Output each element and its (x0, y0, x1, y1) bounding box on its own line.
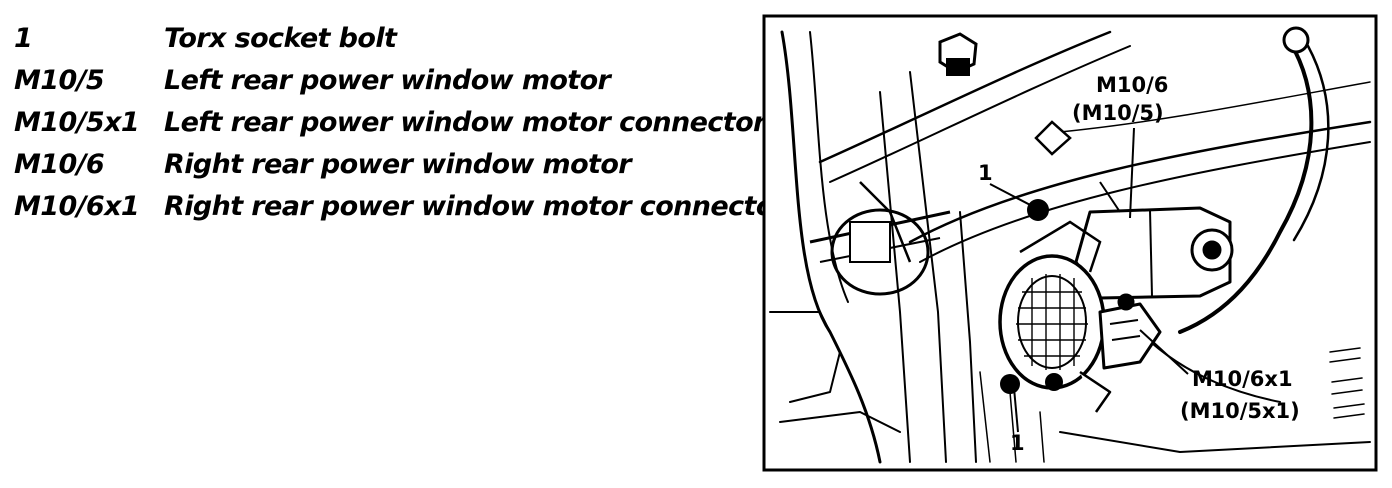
legend-code: M10/6 (14, 149, 105, 180)
legend-row-right-motor: M10/6 Right rear power window motor (14, 144, 754, 186)
torx-bolt-upper (1027, 199, 1049, 221)
mounting-tab (1034, 120, 1072, 156)
legend-row-bolt: 1 Torx socket bolt (14, 18, 754, 60)
legend-description: Right rear power window motor connector (164, 191, 787, 222)
callout-motor-alternate: (M10/5) (1072, 101, 1164, 125)
callout-motor-primary: M10/6 (1096, 73, 1168, 97)
wiring-clip (809, 181, 951, 296)
door-panel-structure (769, 30, 1372, 464)
callout-connector-alternate: (M10/5x1) (1180, 399, 1300, 423)
leader-lines (989, 127, 1189, 433)
callout-bolt-upper: 1 (978, 161, 993, 185)
legend-row-left-connector: M10/5x1 Left rear power window motor con… (14, 102, 766, 144)
torx-bolt-lower-right (1045, 373, 1063, 391)
regulator-gear (998, 220, 1106, 390)
top-nut (938, 32, 978, 76)
legend-description: Left rear power window motor (164, 65, 611, 96)
legend-row-left-motor: M10/5 Left rear power window motor (14, 60, 754, 102)
legend-description: Right rear power window motor (164, 149, 632, 180)
power-window-motor (1074, 181, 1234, 300)
legend-description: Left rear power window motor connector (164, 107, 766, 138)
callout-connector-primary: M10/6x1 (1192, 367, 1293, 391)
legend-code: 1 (14, 23, 33, 54)
legend-code: M10/5x1 (14, 107, 140, 138)
door-illustration-svg: M10/6 (M10/5) M10/6x1 (M10/5x1) 1 1 (762, 14, 1378, 472)
legend-code: M10/6x1 (14, 191, 140, 222)
legend-code: M10/5 (14, 65, 105, 96)
legend: 1 Torx socket bolt M10/5 Left rear power… (14, 18, 787, 228)
legend-row-right-connector: M10/6x1 Right rear power window motor co… (14, 186, 787, 228)
torx-bolt-lower-left (1000, 374, 1020, 394)
legend-description: Torx socket bolt (164, 23, 397, 54)
regulator-cable (1178, 26, 1330, 334)
door-interior-illustration: M10/6 (M10/5) M10/6x1 (M10/5x1) 1 1 (760, 12, 1380, 474)
motor-connector (1079, 293, 1162, 413)
callout-bolt-lower: 1 (1010, 431, 1025, 455)
